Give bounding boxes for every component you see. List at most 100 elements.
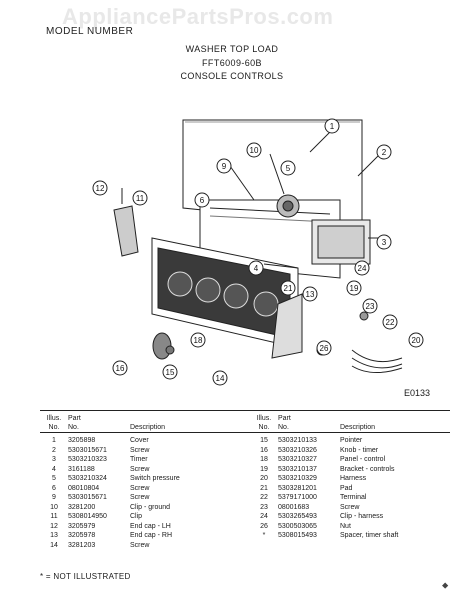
title-product: WASHER TOP LOAD bbox=[185, 44, 279, 54]
part-no-cell: 3281200 bbox=[68, 503, 96, 511]
illus-no-cell: 2 bbox=[52, 446, 56, 454]
part-no-cell: 5303210323 bbox=[68, 456, 107, 463]
description-cell: Clip - ground bbox=[130, 503, 171, 511]
parts-table-row: 11 5308014950 Clip bbox=[40, 512, 240, 522]
part-no-cell: 3281203 bbox=[68, 541, 96, 549]
part-no-cell: 3205979 bbox=[68, 522, 96, 530]
parts-table-row: 2 5303015671 Screw bbox=[40, 446, 240, 456]
description-cell: Screw bbox=[130, 446, 150, 454]
description-cell: End cap - LH bbox=[130, 522, 171, 530]
callout-22: 22 bbox=[386, 318, 395, 327]
parts-table-row: 22 5379171000 Terminal bbox=[250, 493, 450, 503]
wire-harness bbox=[351, 349, 403, 373]
pointer-15 bbox=[165, 345, 175, 355]
description-cell: Pad bbox=[340, 484, 353, 492]
description-cell: Clip bbox=[130, 513, 143, 520]
description-cell: Switch pressure bbox=[130, 475, 180, 482]
callout-2: 2 bbox=[382, 148, 387, 157]
header-part-no: No. bbox=[278, 424, 289, 431]
callouts: 1 2 3 4 5 6 9 10 11 12 13 14 15 16 18 19… bbox=[92, 118, 424, 386]
callout-11: 11 bbox=[136, 194, 145, 203]
description-cell: Screw bbox=[130, 465, 150, 473]
illus-no-cell: 24 bbox=[260, 513, 268, 520]
part-no-cell: 5303210329 bbox=[278, 475, 317, 482]
end-cap-lh bbox=[113, 205, 139, 257]
illus-no-cell: 22 bbox=[260, 494, 268, 501]
parts-table-row: 12 3205979 End cap - LH bbox=[40, 522, 240, 532]
header-part-no: No. bbox=[68, 424, 79, 431]
callout-1: 1 bbox=[330, 122, 335, 131]
callout-19: 19 bbox=[350, 284, 359, 293]
description-cell: Screw bbox=[130, 541, 150, 549]
parts-table-row: 9 5303015671 Screw bbox=[40, 493, 240, 503]
callout-5: 5 bbox=[286, 164, 291, 173]
callout-3: 3 bbox=[382, 238, 387, 247]
parts-table-row: 24 5303265493 Clip - harness bbox=[250, 512, 450, 522]
callout-18: 18 bbox=[194, 336, 203, 345]
illus-no-cell: 11 bbox=[50, 513, 58, 520]
callout-10: 10 bbox=[250, 146, 259, 155]
header-illus-no: No. bbox=[48, 424, 60, 431]
parts-table-row: 20 5303210329 Harness bbox=[250, 474, 450, 484]
description-cell: Harness bbox=[340, 475, 367, 482]
description-cell: Terminal bbox=[340, 494, 367, 501]
part-no-cell: 3161188 bbox=[68, 465, 95, 473]
parts-table-row: 14 3281203 Screw bbox=[40, 541, 240, 551]
part-no-cell: 5303015671 bbox=[68, 446, 107, 454]
illus-no-cell: 5 bbox=[52, 475, 56, 482]
part-no-cell: 5300503065 bbox=[278, 522, 317, 530]
description-cell: Screw bbox=[340, 503, 360, 511]
part-no-cell: 5303210137 bbox=[278, 465, 317, 473]
description-cell: Clip - harness bbox=[340, 513, 384, 520]
description-cell: Spacer, timer shaft bbox=[340, 532, 399, 539]
exploded-parts-diagram: 1 2 3 4 5 6 9 10 11 12 13 14 15 16 18 19… bbox=[92, 118, 424, 386]
header-illus: Illus. bbox=[256, 415, 272, 422]
header-part: Part bbox=[278, 415, 291, 422]
description-cell: Nut bbox=[340, 522, 351, 530]
illus-no-cell: 16 bbox=[260, 446, 268, 454]
description-cell: Screw bbox=[130, 494, 150, 501]
description-cell: Bracket - controls bbox=[340, 465, 395, 473]
description-cell: End cap - RH bbox=[130, 532, 173, 539]
illus-no-cell: 6 bbox=[52, 484, 56, 492]
illus-no-cell: 21 bbox=[260, 484, 268, 492]
title-model: FFT6009-60B bbox=[202, 58, 262, 68]
illus-no-cell: 18 bbox=[260, 456, 268, 463]
diagram-code: E0133 bbox=[404, 388, 431, 398]
illus-no-cell: 9 bbox=[52, 494, 56, 501]
callout-21: 21 bbox=[284, 284, 293, 293]
footnote-not-illustrated: * = NOT ILLUSTRATED bbox=[40, 572, 131, 581]
callout-9: 9 bbox=[222, 162, 227, 171]
callout-14: 14 bbox=[216, 374, 225, 383]
illus-no-cell: 12 bbox=[50, 522, 58, 530]
part-no-cell: 5303265493 bbox=[278, 513, 317, 520]
illus-no-cell: 20 bbox=[260, 475, 268, 482]
part-no-cell: 5303015671 bbox=[68, 494, 107, 501]
description-cell: Panel - control bbox=[340, 456, 386, 463]
callout-6: 6 bbox=[200, 196, 205, 205]
illus-no-cell: 23 bbox=[260, 503, 268, 511]
end-cap-rh bbox=[271, 293, 303, 359]
description-cell: Pointer bbox=[340, 437, 363, 444]
part-no-cell: 5379171000 bbox=[278, 494, 317, 501]
table-rule-top bbox=[40, 410, 450, 411]
part-no-cell: 5308014950 bbox=[68, 513, 107, 520]
header-illus-no: No. bbox=[258, 424, 270, 431]
header-part: Part bbox=[68, 415, 81, 422]
page-corner-mark: ⬥ bbox=[442, 580, 449, 590]
callout-23: 23 bbox=[366, 302, 375, 311]
model-number-header: MODEL NUMBER bbox=[46, 26, 134, 37]
callout-26: 26 bbox=[320, 344, 329, 353]
illus-no-cell: 14 bbox=[50, 541, 58, 549]
